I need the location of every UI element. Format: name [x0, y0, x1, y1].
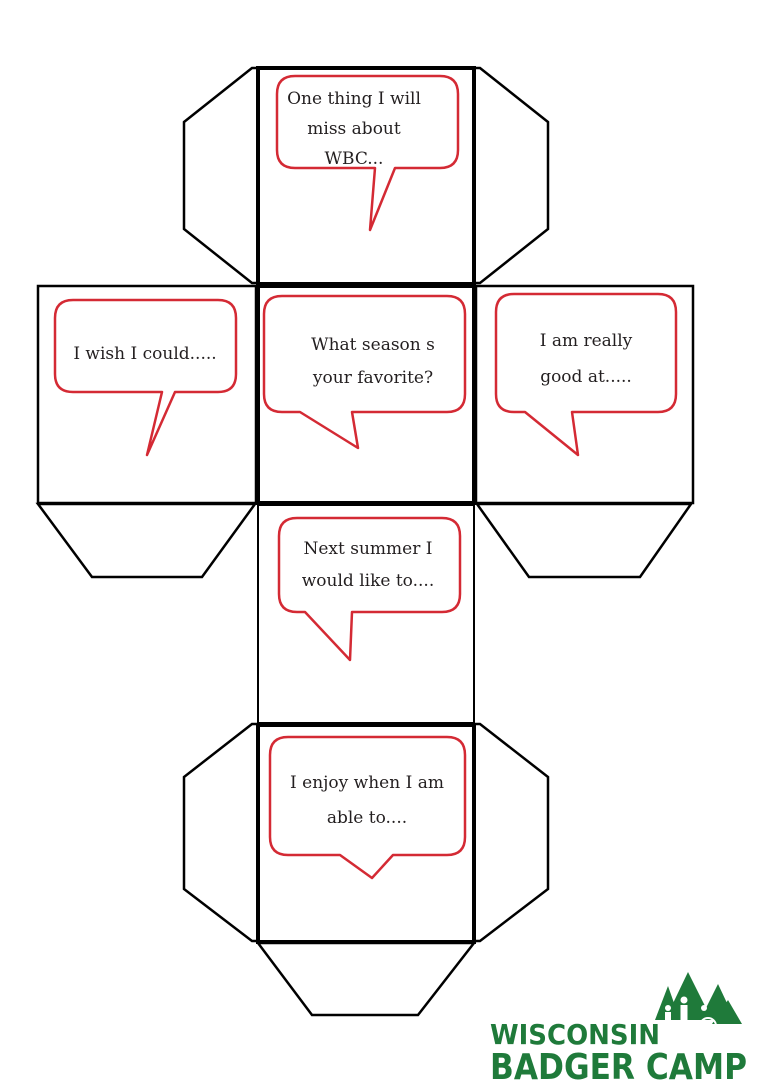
speech-bubble-top [275, 74, 460, 232]
flap-top-right [472, 66, 550, 285]
logo-line-2: BADGER CAMP [490, 1047, 747, 1087]
trees-people-wheelchair-icon [655, 972, 742, 1035]
wisconsin-badger-camp-logo: WISCONSIN BADGER CAMP [490, 972, 747, 1087]
top-line-1: One thing I will [287, 89, 421, 109]
flap-bottom [255, 941, 477, 1017]
lower-line-2: would like to.... [302, 571, 434, 591]
speech-bubble-lower [277, 516, 462, 662]
speech-bubble-left [53, 298, 238, 457]
center-line-2: your favorite? [312, 368, 433, 388]
flap-bottom-left [182, 722, 260, 943]
center-line-1: What season s [311, 335, 435, 355]
speech-bubble-center [262, 294, 467, 450]
right-line-2: good at..... [540, 367, 632, 387]
bottom-line-2: able to.... [327, 808, 407, 828]
flap-right-bottom [474, 502, 694, 579]
speech-bubble-bottom [268, 735, 467, 880]
speech-bubble-right [494, 292, 678, 457]
flap-top-left [182, 66, 260, 285]
bottom-line-1: I enjoy when I am [290, 773, 444, 793]
left-line-1: I wish I could..... [73, 344, 216, 364]
logo-line-1: WISCONSIN [490, 1018, 660, 1051]
flap-left-bottom [35, 502, 258, 579]
flap-bottom-right [472, 722, 550, 943]
top-line-3: WBC... [325, 149, 384, 169]
right-line-1: I am really [540, 331, 633, 351]
lower-line-1: Next summer I [304, 539, 433, 559]
top-line-2: miss about [307, 119, 401, 139]
